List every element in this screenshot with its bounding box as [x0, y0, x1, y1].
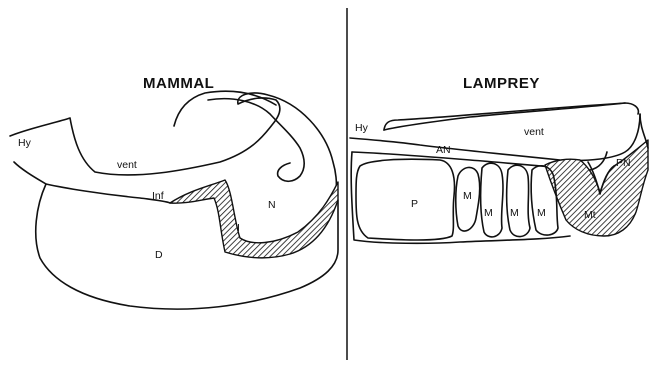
mammal-ventricle-outline: [10, 93, 336, 190]
lamprey-label-p: P: [411, 198, 418, 210]
mammal-title: MAMMAL: [143, 75, 214, 92]
lamprey-hatched-lobe: [545, 140, 648, 236]
mammal-label-vent: vent: [117, 159, 137, 171]
mammal-label-inf: Inf: [152, 190, 164, 202]
mammal-label-hy: Hy: [18, 137, 32, 149]
lamprey-label-vent: vent: [524, 126, 544, 138]
mammal-label-i: I: [237, 222, 240, 234]
lamprey-m-lobule-4: [531, 166, 558, 235]
mammal-panel: MAMMAL Hy vent Inf N I D: [10, 75, 338, 309]
lamprey-panel: LAMPREY Hy vent AN PN P M M M M Mt: [350, 75, 648, 243]
lamprey-label-mt: Mt: [584, 209, 596, 221]
mammal-label-d: D: [155, 249, 163, 261]
mammal-neural-cavity-inner: [208, 99, 304, 182]
lamprey-m-lobule-2: [481, 163, 503, 237]
lamprey-label-an: AN: [436, 144, 451, 156]
lamprey-label-m1: M: [463, 190, 472, 202]
lamprey-label-pn: PN: [616, 157, 631, 169]
lamprey-label-m2: M: [484, 207, 493, 219]
lamprey-label-m4: M: [537, 207, 546, 219]
mammal-neural-cavity-outline: [174, 91, 276, 126]
lamprey-ventricle-outline-top: [384, 103, 638, 130]
lamprey-p-block: [356, 159, 454, 240]
lamprey-title: LAMPREY: [463, 75, 540, 92]
mammal-label-n: N: [268, 199, 276, 211]
lamprey-label-m3: M: [510, 207, 519, 219]
lamprey-m-lobule-3: [507, 165, 530, 236]
mammal-intermediate-lobe: [170, 180, 338, 258]
lamprey-label-hy: Hy: [355, 122, 369, 134]
